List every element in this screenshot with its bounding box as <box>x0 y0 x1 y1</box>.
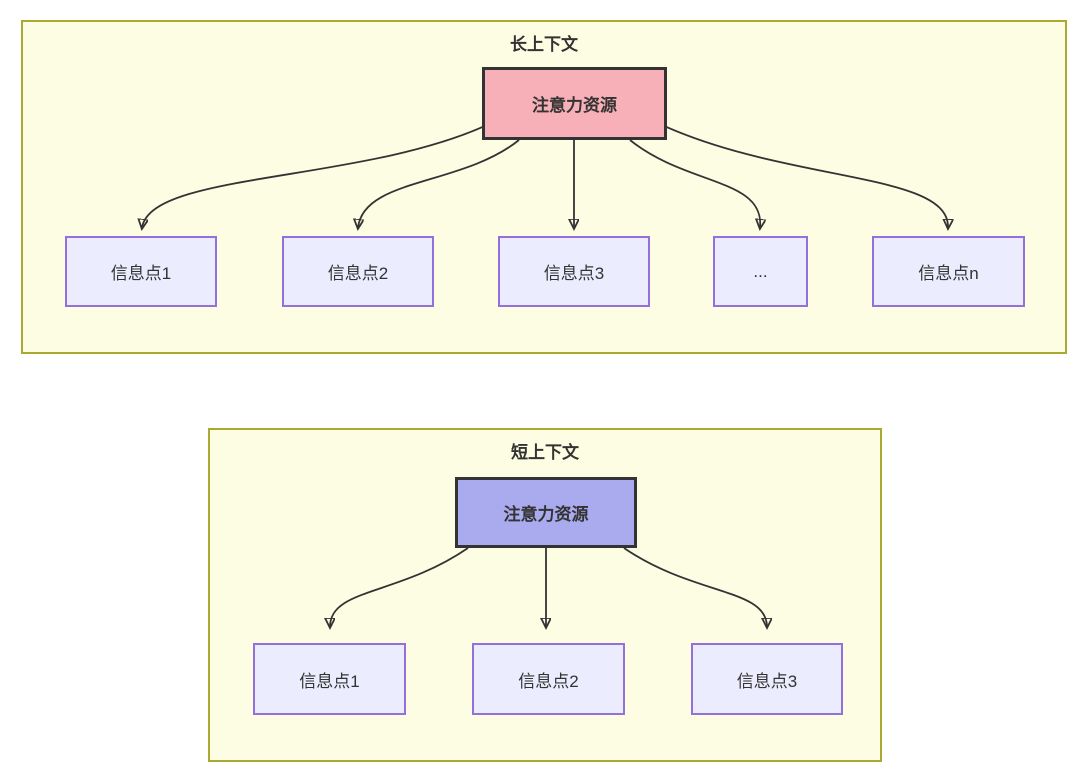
node-info-long-1: 信息点1 <box>65 236 217 307</box>
node-info-short-3: 信息点3 <box>691 643 843 715</box>
node-info-long-n: 信息点n <box>872 236 1025 307</box>
node-info-short-1: 信息点1 <box>253 643 406 715</box>
node-info-long-3: 信息点3 <box>498 236 650 307</box>
node-info-short-2: 信息点2 <box>472 643 625 715</box>
long-context-title: 长上下文 <box>510 35 578 54</box>
node-attention-long: 注意力资源 <box>482 67 667 140</box>
node-attention-short: 注意力资源 <box>455 477 637 548</box>
short-context-title: 短上下文 <box>511 443 579 462</box>
node-info-long-ellipsis: ... <box>713 236 808 307</box>
node-info-long-2: 信息点2 <box>282 236 434 307</box>
